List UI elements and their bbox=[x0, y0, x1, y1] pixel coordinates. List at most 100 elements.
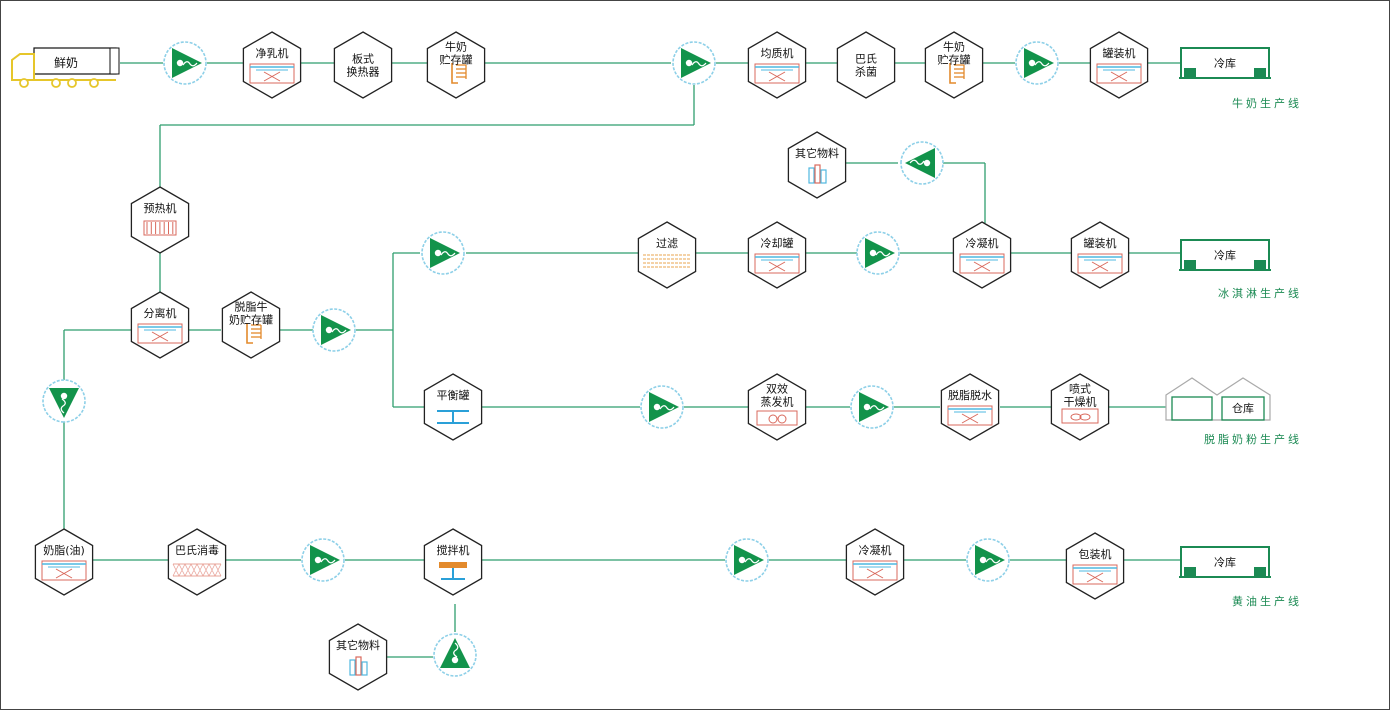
equipment-label: 包装机 bbox=[1079, 547, 1112, 561]
equipment-label: 板式 bbox=[352, 52, 374, 66]
equipment-lengqueguan: 冷却罐 bbox=[747, 221, 807, 289]
equipment-label: 奶贮存罐 bbox=[229, 313, 273, 327]
equipment-label: 双效 bbox=[766, 382, 788, 396]
equipment-fenliji: 分离机 bbox=[130, 291, 190, 359]
pump-icon bbox=[163, 41, 207, 85]
equipment-label: 冷凝机 bbox=[859, 543, 892, 557]
dryer-icon bbox=[1061, 408, 1099, 424]
equipment-yureji: 预热机 bbox=[130, 186, 190, 254]
material-icon bbox=[349, 656, 368, 676]
pump-icon bbox=[850, 385, 894, 429]
equipment-label: 冷却罐 bbox=[761, 237, 794, 250]
equipment-label: 贮存罐 bbox=[440, 53, 473, 67]
pump-icon bbox=[725, 538, 769, 582]
pump-icon bbox=[42, 379, 86, 423]
equipment-label: 其它物料 bbox=[336, 638, 380, 652]
equipment-label: 巴氏消毒 bbox=[175, 543, 219, 557]
equipment-label: 预热机 bbox=[144, 201, 177, 215]
equipment-label: 搅拌机 bbox=[437, 543, 470, 557]
cold-storage-label: 冷库 bbox=[1214, 249, 1236, 262]
pump-icon bbox=[966, 538, 1010, 582]
tank-icon bbox=[41, 560, 87, 581]
storage-coil-icon bbox=[246, 323, 262, 344]
cold-storage-icon: 冷库 bbox=[1179, 47, 1271, 79]
warehouse-label: 仓库 bbox=[1232, 401, 1254, 415]
equipment-label: 牛奶 bbox=[943, 40, 965, 54]
pump-icon bbox=[672, 41, 716, 85]
balance-tank-icon bbox=[437, 410, 469, 424]
storage-group: 鲜奶冷库冷库冷库仓库 bbox=[11, 47, 1271, 578]
pipe-network bbox=[63, 62, 1180, 658]
cold-storage-label: 冷库 bbox=[1214, 556, 1236, 569]
equipment-qita-1: 其它物料 bbox=[787, 131, 847, 199]
equipment-label: 罐装机 bbox=[1103, 46, 1136, 60]
equipment-lengningji-1: 冷凝机 bbox=[952, 221, 1012, 289]
evaporator-icon bbox=[756, 410, 798, 426]
tank-icon bbox=[249, 63, 295, 84]
equipment-label: 蒸发机 bbox=[761, 395, 794, 409]
equipment-jiaobanji: 搅拌机 bbox=[423, 528, 483, 596]
equipment-bashi-xiaodu: 巴氏消毒 bbox=[167, 528, 227, 596]
heater-icon bbox=[143, 220, 177, 236]
tank-icon bbox=[137, 323, 183, 344]
equipment-label: 罐装机 bbox=[1084, 236, 1117, 250]
pump-icon bbox=[312, 308, 356, 352]
milk-truck-icon: 鲜奶 bbox=[11, 47, 120, 88]
cold-storage-icon: 冷库 bbox=[1179, 546, 1271, 578]
material-icon bbox=[808, 164, 827, 184]
tank-icon bbox=[852, 560, 898, 581]
tank-icon bbox=[1077, 253, 1123, 274]
pump-icon bbox=[640, 385, 684, 429]
equipment-jingruji: 净乳机 bbox=[242, 31, 302, 99]
equipment-label: 净乳机 bbox=[256, 46, 289, 60]
equipment-naizhi: 奶脂(油) bbox=[34, 528, 94, 596]
cold-storage-icon: 冷库 bbox=[1179, 239, 1271, 271]
equipment-label: 过滤 bbox=[656, 237, 678, 250]
truck-label: 鲜奶 bbox=[54, 56, 78, 70]
tank-icon bbox=[1072, 564, 1118, 585]
mixer-icon bbox=[439, 562, 467, 580]
equipment-group: 净乳机板式换热器牛奶贮存罐均质机巴氏杀菌牛奶贮存罐罐装机预热机分离机脱脂牛奶贮存… bbox=[34, 31, 1149, 691]
equipment-label: 喷式 bbox=[1069, 383, 1091, 396]
equipment-qita-2: 其它物料 bbox=[328, 623, 388, 691]
pump-group bbox=[42, 41, 1059, 677]
equipment-guanzhuangji-2: 罐装机 bbox=[1070, 221, 1130, 289]
equipment-label: 平衡罐 bbox=[437, 389, 470, 402]
equipment-lengningji-2: 冷凝机 bbox=[845, 528, 905, 596]
line-label-butter: 黄油生产线 bbox=[1232, 594, 1302, 608]
equipment-junzhiji: 均质机 bbox=[747, 31, 807, 99]
pump-icon bbox=[301, 538, 345, 582]
tank-icon bbox=[754, 63, 800, 84]
equipment-label: 均质机 bbox=[761, 46, 794, 60]
storage-coil-icon bbox=[451, 63, 467, 84]
tank-icon bbox=[1096, 63, 1142, 84]
cold-storage-label: 冷库 bbox=[1214, 57, 1236, 70]
line-label-group: 牛奶生产线 冰淇淋生产线 脱脂奶粉生产线 黄油生产线 bbox=[1204, 96, 1302, 608]
pump-icon bbox=[433, 633, 477, 677]
equipment-label: 干燥机 bbox=[1064, 395, 1097, 409]
warehouse-icon: 仓库 bbox=[1165, 377, 1271, 421]
equipment-pinghengguan: 平衡罐 bbox=[423, 373, 483, 441]
pump-icon bbox=[856, 231, 900, 275]
tank-icon bbox=[754, 253, 800, 274]
equipment-guanzhuangji-1: 罐装机 bbox=[1089, 31, 1149, 99]
line-label-icecream: 冰淇淋生产线 bbox=[1218, 286, 1302, 300]
equipment-guolv: 过滤 bbox=[637, 221, 697, 289]
pump-icon bbox=[900, 141, 944, 185]
pump-icon bbox=[1015, 41, 1059, 85]
tank-icon bbox=[947, 405, 993, 426]
filter-mesh-icon bbox=[172, 563, 222, 577]
equipment-label: 分离机 bbox=[144, 306, 177, 320]
line-label-milk: 牛奶生产线 bbox=[1232, 96, 1302, 110]
filter-icon bbox=[643, 254, 691, 268]
equipment-label: 冷凝机 bbox=[966, 236, 999, 250]
